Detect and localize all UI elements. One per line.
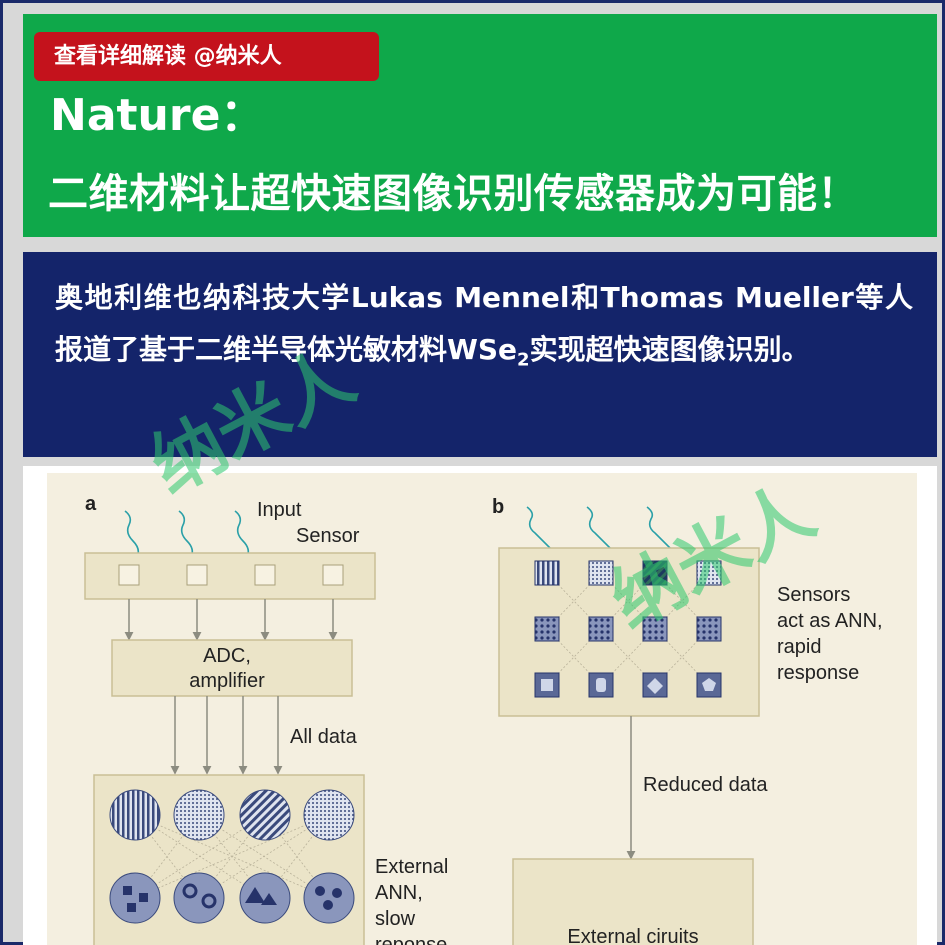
adc-box xyxy=(111,639,353,697)
figure-image: a Input Sensor ADC, amplifier All data xyxy=(47,473,917,945)
sensor-ann-row2 xyxy=(534,616,722,642)
external-ann-label: slow xyxy=(375,908,416,930)
external-ann-label: External xyxy=(375,856,448,878)
sensor-ann-row1 xyxy=(534,560,722,586)
sensors-ann-label: rapid xyxy=(777,636,821,658)
sensor-pixels xyxy=(118,564,344,586)
sensors-ann-label: response xyxy=(777,662,859,684)
ann-nodes-row1 xyxy=(109,789,355,841)
adc-label: amplifier xyxy=(189,670,265,692)
intro-panel xyxy=(23,252,937,457)
intro-text-part2: 实现超快速图像识别。 xyxy=(529,333,810,366)
adc-label: ADC, xyxy=(203,645,251,667)
external-circuits-label: External ciruits xyxy=(567,926,698,945)
detail-link-badge[interactable]: 查看详细解读 @纳米人 xyxy=(34,32,379,81)
panel-a-letter: a xyxy=(85,493,97,515)
input-label: Input xyxy=(257,499,302,521)
sensor-ann-row3 xyxy=(534,672,722,698)
ann-node-motifs xyxy=(123,883,342,912)
sensor-ann-motifs xyxy=(541,678,716,694)
sensor-to-adc-arrows xyxy=(124,599,338,641)
sensors-ann-label: act as ANN, xyxy=(777,610,883,632)
external-ann-label: reponse xyxy=(375,934,447,945)
journal-label: Nature： xyxy=(50,90,265,141)
adc-to-ann-arrows xyxy=(170,696,283,775)
headline: 二维材料让超快速图像识别传感器成为可能！ xyxy=(48,171,858,217)
panel-b-letter: b xyxy=(492,496,504,518)
sensors-ann-label: Sensors xyxy=(777,584,850,606)
sensor-label: Sensor xyxy=(296,525,360,547)
all-data-label: All data xyxy=(290,726,358,748)
intro-text: 奥地利维也纳科技大学Lukas Mennel和Thomas Mueller等人报… xyxy=(55,272,913,387)
external-circuits-box xyxy=(512,858,754,945)
intro-text-part1: 奥地利维也纳科技大学Lukas Mennel和Thomas Mueller等人报… xyxy=(55,281,913,366)
intro-subscript: 2 xyxy=(517,349,530,371)
reduced-data-label: Reduced data xyxy=(643,774,768,796)
external-ann-label: ANN, xyxy=(375,882,423,904)
